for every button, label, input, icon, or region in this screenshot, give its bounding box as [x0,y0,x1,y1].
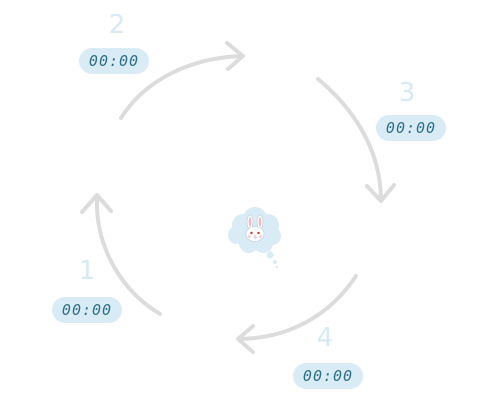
timer-display-1[interactable]: 00:00 [52,297,122,323]
step-number-1: 1 [78,256,96,286]
arrow-step-2 [119,41,245,120]
step-number-2: 2 [108,10,126,40]
timer-display-2[interactable]: 00:00 [79,48,149,74]
bunny-thought-cloud-icon [228,207,281,269]
step-number-3: 3 [398,78,416,108]
arrow-step-4 [236,274,358,354]
timer-display-4[interactable]: 00:00 [293,363,363,389]
timer-display-3[interactable]: 00:00 [376,115,446,141]
arrow-step-3 [316,77,396,203]
step-number-4: 4 [316,323,334,353]
arrow-step-1 [80,193,162,316]
